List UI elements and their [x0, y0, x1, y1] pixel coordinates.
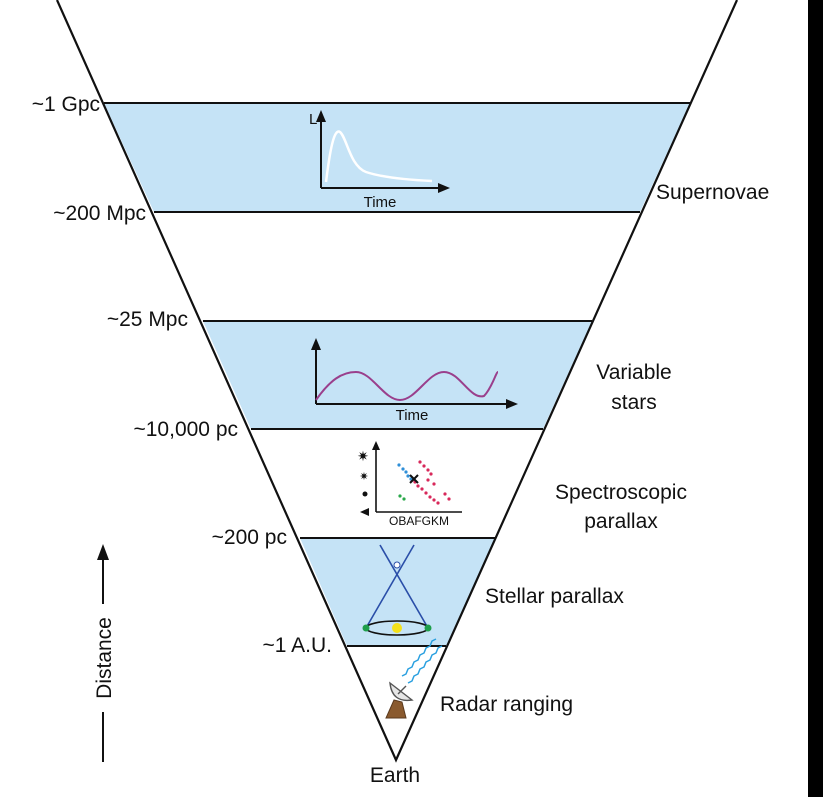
radar-wave-1	[401, 638, 437, 677]
supernova-x-label: Time	[364, 194, 397, 211]
variable-y-arrowhead	[311, 338, 321, 350]
hr-x-label: OBAFGKM	[389, 514, 449, 528]
hr-main-sequence	[397, 463, 440, 505]
label-25-mpc: ~25 Mpc	[107, 308, 188, 331]
distance-axis-arrowhead	[97, 544, 109, 560]
label-1-au: ~1 A.U.	[263, 634, 332, 657]
sun	[392, 623, 402, 633]
hr-white-dwarfs	[398, 494, 406, 501]
method-spectroscopic-line2: parallax	[584, 510, 658, 533]
band-variable-stars	[203, 321, 592, 429]
variable-light-curve	[315, 370, 499, 402]
method-variable-stars-line2: stars	[611, 391, 657, 414]
hr-x-arrowhead	[360, 508, 369, 516]
hr-giants	[418, 460, 451, 501]
method-stellar-parallax: Stellar parallax	[485, 585, 624, 608]
label-earth: Earth	[370, 764, 420, 787]
stellar-parallax-inset	[362, 544, 432, 636]
variable-x-label: Time	[396, 407, 429, 424]
method-spectroscopic-line1: Spectroscopic	[555, 481, 687, 504]
funnel-outline	[55, 0, 739, 763]
hr-star-symbol-small	[362, 491, 368, 497]
hr-star-symbol-medium: ✷	[359, 471, 368, 483]
band-edges	[104, 102, 690, 647]
variable-star-inset: Time	[311, 338, 518, 424]
label-200-mpc: ~200 Mpc	[53, 202, 146, 225]
label-10000-pc: ~10,000 pc	[133, 418, 238, 441]
supernova-y-arrowhead	[316, 110, 326, 122]
nearby-star	[393, 561, 401, 569]
right-edge-bar	[808, 0, 823, 797]
hr-star-symbol-large: ✷	[357, 448, 369, 464]
earth-position-left	[362, 624, 370, 632]
hr-diagram-inset: ✷ ✷	[357, 441, 462, 528]
label-200-pc: ~200 pc	[212, 526, 287, 549]
supernova-y-label: L	[309, 111, 317, 128]
variable-x-arrowhead	[506, 399, 518, 409]
radar-dish-base	[385, 699, 407, 719]
method-variable-stars-line1: Variable	[596, 361, 672, 384]
radar-wave-2	[407, 645, 443, 684]
method-supernovae: Supernovae	[656, 181, 769, 204]
distance-axis-label: Distance	[93, 617, 116, 699]
label-1-gpc: ~1 Gpc	[32, 93, 100, 116]
supernova-inset: L Time	[309, 110, 450, 211]
supernova-x-arrowhead	[438, 183, 450, 193]
method-radar-ranging: Radar ranging	[440, 693, 573, 716]
radar-feed	[397, 685, 407, 695]
hr-y-arrowhead	[372, 441, 380, 450]
radar-ranging-inset	[385, 638, 443, 719]
earth-position-right	[424, 624, 432, 632]
band-stellar-parallax	[300, 538, 495, 646]
supernova-light-curve	[324, 130, 433, 183]
band-supernovae	[104, 103, 690, 212]
hr-target-marker	[409, 474, 419, 484]
distance-axis: Distance	[93, 544, 116, 762]
